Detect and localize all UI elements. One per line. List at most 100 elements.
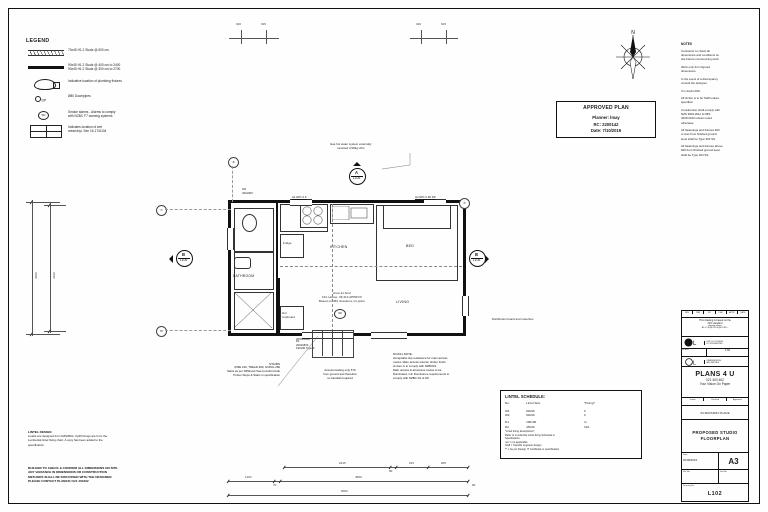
dim-6000: 6000	[340, 489, 349, 493]
wc-fixture-icon	[26, 78, 68, 90]
rev-col-chk: CHK	[716, 311, 727, 315]
lintel-fixing: F	[584, 408, 587, 413]
lintel-design-title: LINTEL DESIGN	[28, 430, 52, 434]
top-dim-label: 915	[440, 22, 448, 26]
note-text: Contractor to check all dimensions and c…	[681, 49, 720, 62]
dim-90-right: 90	[471, 483, 477, 487]
gas-note-leader-line	[381, 153, 411, 170]
room-label-bathroom: BATHROOM	[233, 274, 255, 278]
smoke-alarm-tag: SD	[38, 110, 49, 120]
legend-title: LEGEND	[26, 38, 50, 44]
dim-70: 70	[272, 483, 278, 487]
landing-step-line	[332, 330, 333, 356]
stamp-date: Date: 7/10/2019	[590, 128, 622, 133]
builder-note: BUILDER TO CHECK & CONFIRM ALL DIMENSION…	[28, 466, 118, 484]
d1as1-note-text: Acceptable slip resistance for main acce…	[393, 356, 450, 381]
project-row: PROPOSED STUDIO FLOORPLAN	[682, 420, 748, 453]
window-opening-west	[227, 228, 234, 250]
units-note: DIMENSIONS IN MILLIMETRES	[704, 359, 748, 364]
cooktop-burners-icon	[302, 206, 323, 225]
legend-item: Indicative location of plumbing fixtures	[26, 78, 201, 90]
window-tag-w1-north: w1 EP1 0.6	[292, 195, 307, 199]
smoke-alarm-label: SD	[338, 312, 342, 315]
dim-2415: 2415	[338, 461, 347, 465]
sink-bowl-icon	[332, 206, 368, 220]
door-opening-d1	[302, 331, 354, 339]
lintel-row: W2 90x90 F	[505, 413, 637, 417]
drawing-number: L102	[707, 491, 723, 497]
col-approved: Approved	[733, 398, 742, 401]
window-opening-north-1	[290, 199, 312, 206]
wc-pan	[242, 214, 257, 232]
wall-west	[228, 200, 232, 336]
smoke-alarm-icon: SD	[26, 109, 68, 120]
window-tag-w2-north: w2 EP1 0.60 DP	[415, 195, 436, 199]
window-opening-north-2	[424, 199, 446, 206]
floor-plan: BATHROOM Fridge KITCHEN Hot Cupboard BED…	[227, 199, 469, 339]
dashed-ref-line-v1	[332, 204, 333, 332]
standard-note: This drawing is based on the ISO standar…	[699, 319, 731, 325]
scale-label: SCALE	[682, 349, 707, 356]
note-text: If in doubt ASK.	[681, 88, 701, 93]
dim-905: 905	[440, 461, 448, 465]
section-sheet: L106	[179, 258, 188, 263]
lintel-size: 90x90	[526, 408, 535, 413]
hot-cupboard-label: Hot Cupboard	[282, 311, 296, 319]
standard-codes: A1 0.5 SQM 0.85 SQM 0.985...	[701, 327, 729, 329]
top-dim-label: 320	[415, 22, 423, 26]
stairs-leader-line	[277, 336, 319, 387]
legend-item-label: Ø80 Downpipes	[68, 94, 91, 98]
rev-col-rev: REV	[682, 311, 694, 315]
col-drawn: Drawn	[682, 398, 705, 402]
vertical-dim-3420: 3420	[52, 271, 56, 280]
stairs-note-block: STAIRS RISE 190, TREAD 280, GOING 280 St…	[160, 362, 280, 378]
section-arrow-icon	[169, 254, 173, 263]
room-label-bed: BED	[406, 244, 415, 248]
company-name: PLANS 4 U	[695, 371, 735, 378]
downpipe-icon: DP	[26, 94, 68, 105]
legend-panel: LEGEND 70x45 H1.2 Studs @ 600 crs 90x45 …	[26, 38, 201, 140]
lintel-size: 45x90	[526, 424, 535, 429]
grid-bubble-a: a	[228, 157, 239, 168]
notes-heading: NOTES	[681, 42, 692, 46]
lintel-fixing: G	[584, 420, 587, 425]
section-marker-b-l106-left: B L106	[169, 250, 193, 267]
lintel-no: W2	[505, 412, 510, 417]
lintel-row: D1 190x90 G	[505, 420, 637, 424]
legend-item: 90x45 H1.2 Studs @ 400 crs to 2400 90x45…	[26, 63, 201, 74]
section-sheet: L106	[472, 258, 481, 263]
notes-panel: NOTES Contractor to check all dimensions…	[681, 42, 747, 160]
note-text: Construction shall comply with NZS 3604:…	[681, 107, 720, 125]
legend-item-label: Smoke alarms - Alarms to comply with NZB…	[68, 109, 116, 118]
north-compass: N	[612, 30, 654, 80]
legend-item: SD Smoke alarms - Alarms to comply with …	[26, 109, 201, 120]
legend-item-label: Indicates location of wet area/vinyl. Se…	[68, 125, 107, 134]
legend-item: DP Ø80 Downpipes	[26, 94, 201, 105]
date-value: 20/08/2019	[683, 458, 697, 462]
landing-step-line	[322, 330, 323, 356]
stamp-planner: Planner: lmay	[592, 115, 620, 120]
svg-text:L: L	[693, 341, 697, 347]
top-dim-label: 320	[235, 22, 243, 26]
top-dim-label: 915	[260, 22, 268, 26]
section-sheet: L106	[352, 176, 361, 181]
date-label: Date	[683, 454, 688, 456]
room-label-kitchen: KITCHEN	[330, 245, 348, 249]
lintel-fixing: F	[584, 412, 587, 417]
switchboard-note: Distribution board and meterbox	[492, 317, 534, 321]
rev-col-by: BY	[704, 311, 716, 315]
lintel-schedule-title: LINTEL SCHEDULE:	[505, 393, 546, 399]
shower-tray	[234, 208, 274, 252]
wet-area-grid-icon	[26, 124, 68, 138]
rev-col-date: DATE	[740, 311, 746, 314]
wet-area-tiling	[234, 252, 274, 290]
drawing-label: Drawing No.	[683, 485, 695, 487]
note-text: All fastenings and fixtures above 600 fr…	[681, 144, 723, 157]
grid-line-n	[165, 209, 231, 210]
lintel-row: D2 45x90 N/A	[505, 425, 637, 429]
file-job-row: File No. Job No.	[682, 470, 748, 484]
drawing-number-row: Drawing No. L102	[682, 484, 748, 508]
stamp-rc: RC: 2200142	[593, 121, 619, 127]
stairs-note-text: RISE 190, TREAD 280, GOING 280 Stairs as…	[226, 365, 280, 378]
legend-item: Indicates location of wet area/vinyl. Se…	[26, 124, 201, 138]
